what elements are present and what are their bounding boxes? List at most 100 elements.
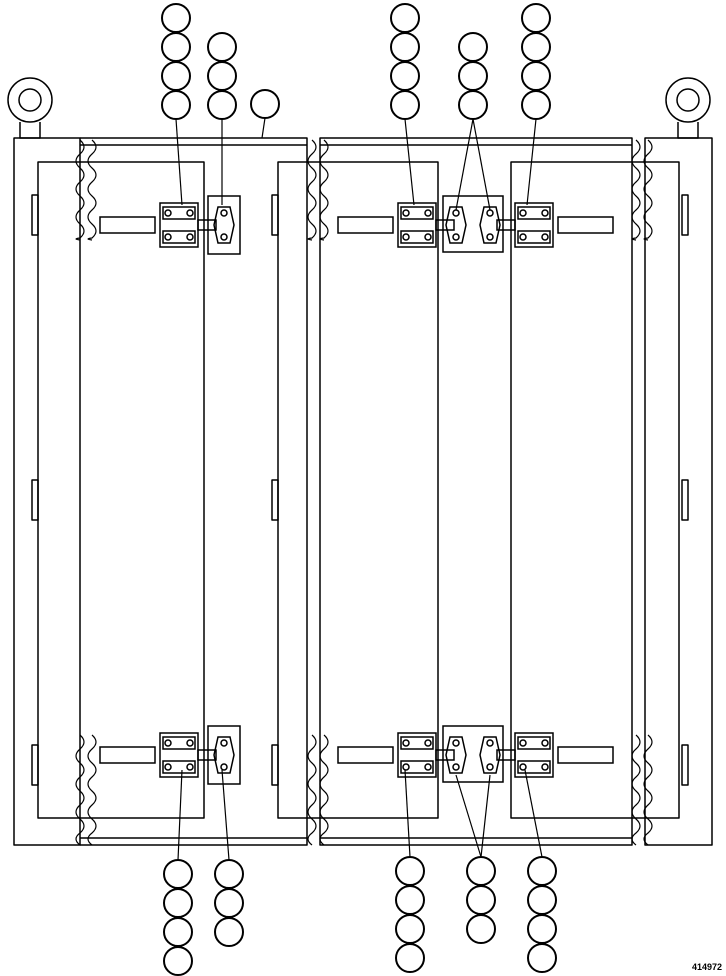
latch-plate-top [400,206,434,220]
break-line [643,139,653,241]
catch-top-center [442,195,504,253]
catch-rivet [452,739,460,747]
callout-bubble [207,61,237,91]
hinge [31,194,39,236]
latch-rivet [519,209,527,217]
hinge [681,194,689,236]
latch-rivet [541,233,549,241]
callout-stack-top-left-catch [207,32,237,120]
latch-plate-top [162,736,196,750]
latch-plate-bottom [400,760,434,774]
latch-plate-top [400,736,434,750]
latch-top-left [99,202,217,248]
callout-bubble [161,32,191,62]
catch-keeper [479,736,501,774]
latch-body [514,202,554,248]
center-panel-outline [319,137,633,846]
callout-bubble [466,856,496,886]
lifting-eye-right [665,77,711,123]
latch-rivet [519,233,527,241]
catch-plate [207,195,241,255]
latch-top-right [496,202,614,248]
latch-hook [197,749,217,761]
callout-bubble [163,859,193,889]
callout-bubbles [161,3,557,976]
latch-hook [435,219,455,231]
latch-rivet [164,209,172,217]
catch-rivet [220,209,228,217]
catch-rivet [486,209,494,217]
callout-bubble [161,61,191,91]
callout-bubble [527,885,557,915]
latch-rivet [424,763,432,771]
break-line [307,734,317,846]
latch-handle [557,216,614,234]
latch-hook [435,749,455,761]
latch-rivet [424,739,432,747]
catch-keeper [479,206,501,244]
callout-stack-bottom-center-catch [466,856,496,944]
break-line [75,139,85,241]
break-line [319,734,329,846]
callout-bubble [214,888,244,918]
callout-bubble [161,3,191,33]
callout-bubble [161,90,191,120]
leader-line [455,774,482,858]
leader-line [404,769,411,858]
callout-stack-top-cover [250,89,280,119]
latch-top-center [337,202,455,248]
leader-line [175,118,183,206]
hinge [681,479,689,521]
hinge [271,194,279,236]
catch-rivet [452,233,460,241]
callout-bubble [163,888,193,918]
catch-rivet [220,233,228,241]
latch-bottom-left [99,732,217,778]
lifting-eye-hole-right [676,88,700,112]
callout-stack-top-left-latch [161,3,191,120]
latch-plate-bottom [517,230,551,244]
catch-keeper [213,736,235,774]
leader-line [524,769,543,858]
leader-line [455,118,474,211]
latch-rivet [186,209,194,217]
latch-handle [557,746,614,764]
callout-stack-bottom-left-catch [214,859,244,947]
callout-stack-top-center-catch [458,32,488,120]
door-center-left [277,161,439,819]
latch-rivet [519,763,527,771]
latch-plate-bottom [162,760,196,774]
latch-rivet [541,763,549,771]
latch-rivet [186,233,194,241]
callout-bubble [458,61,488,91]
break-line [87,734,97,846]
callout-bubble [250,89,280,119]
latch-hook [197,219,217,231]
left-panel-outline [80,137,308,846]
latch-handle [337,216,394,234]
latch-bottom-center [337,732,455,778]
callout-bubble [395,914,425,944]
latch-handle [99,216,156,234]
callout-bubble [521,32,551,62]
latch-rivet [424,209,432,217]
catch-rivet [486,763,494,771]
callout-bubble [458,90,488,120]
latch-hook [496,749,516,761]
callout-bubble [163,946,193,976]
door-center-right [510,161,680,819]
latch-rivet [402,763,410,771]
leader-line [472,118,491,211]
callout-bubble [395,943,425,973]
leader-line [526,118,537,206]
callout-bubble [390,61,420,91]
callout-bubble [466,885,496,915]
lifting-eye-base [677,122,699,139]
latch-rivet [402,739,410,747]
latch-rivet [424,233,432,241]
figure-id-label: 414972 [691,962,722,972]
latch-body [159,202,199,248]
callout-bubble [527,914,557,944]
catch-rivet [486,739,494,747]
